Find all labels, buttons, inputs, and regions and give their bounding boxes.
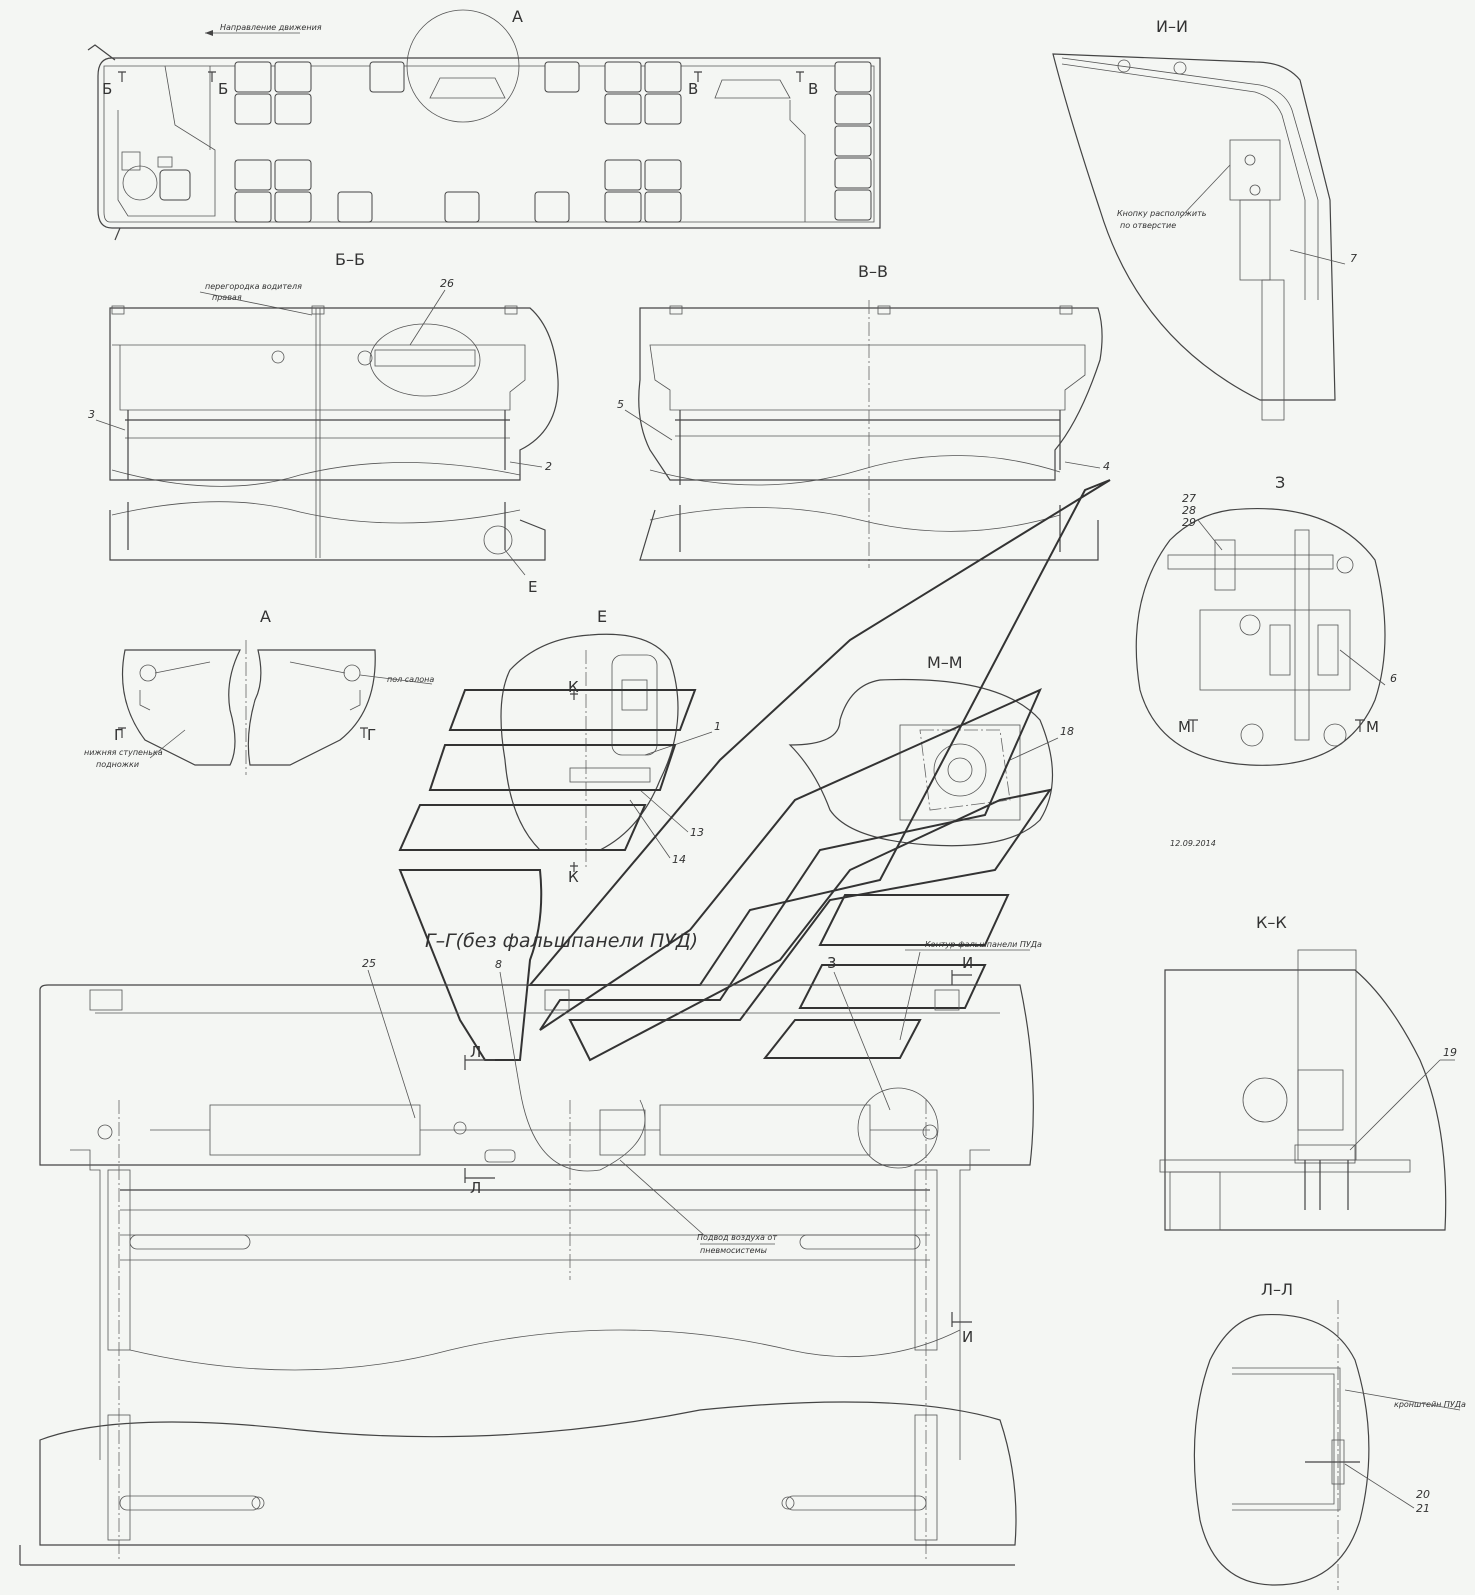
svg-text:26: 26 (440, 277, 454, 290)
svg-text:1: 1 (714, 720, 721, 733)
left-cylinder (209, 1104, 421, 1156)
svg-text:К: К (568, 868, 579, 886)
detail-26-ellipse (369, 323, 481, 397)
svg-text:Б: Б (218, 80, 228, 98)
svg-text:Е: Е (528, 578, 537, 596)
svg-text:Кнопку расположить: Кнопку расположить (1117, 209, 1207, 218)
plan-cut-markers: Б Б В В (102, 71, 818, 98)
driver-area (117, 65, 216, 217)
svg-text:И: И (962, 1328, 973, 1346)
svg-text:К: К (568, 678, 579, 696)
detail-a: А пол салона нижняя ступенька подножки Г… (84, 607, 434, 775)
section-m-title: М–М (927, 653, 963, 672)
svg-text:Подвод воздуха от: Подвод воздуха от (697, 1233, 777, 1242)
section-b-title: Б–Б (335, 250, 365, 269)
front-door-step (429, 77, 506, 99)
svg-text:27: 27 (1182, 492, 1196, 505)
svg-text:перегородка водителя: перегородка водителя (205, 282, 302, 291)
svg-text:20: 20 (1416, 1488, 1430, 1501)
svg-text:М: М (1366, 718, 1379, 736)
rear-door-step (714, 79, 791, 99)
section-k-title: К–К (1256, 913, 1287, 932)
svg-text:В: В (808, 80, 818, 98)
right-cylinder (659, 1104, 871, 1156)
section-l-l: Л–Л кронштейн ПУДа 20 21 (1193, 1280, 1466, 1590)
svg-text:14: 14 (672, 853, 686, 866)
svg-text:7: 7 (1350, 252, 1357, 265)
svg-text:пол салона: пол салона (387, 675, 434, 684)
section-i-i: И–И Кнопку расположить по отверстие 7 (1052, 17, 1357, 421)
section-i-title: И–И (1156, 17, 1188, 36)
svg-text:29: 29 (1182, 516, 1196, 529)
svg-text:3: 3 (88, 408, 95, 421)
svg-text:Г: Г (367, 726, 376, 744)
svg-text:28: 28 (1182, 504, 1196, 517)
section-l-title: Л–Л (1261, 1280, 1293, 1299)
direction-label: Направление движения (220, 23, 322, 32)
svg-text:3: 3 (827, 954, 837, 972)
section-g-title: Г–Г(без фальшпанели ПУД) (425, 930, 698, 952)
svg-text:19: 19 (1443, 1046, 1457, 1059)
detail-z: З 27 28 29 6 М М (1135, 473, 1397, 766)
svg-text:Контур фальшпанели ПУДа: Контур фальшпанели ПУДа (925, 940, 1042, 949)
svg-text:нижняя ступенька: нижняя ступенька (84, 748, 163, 757)
overlay-polygons (398, 479, 1111, 1062)
section-k-k: К–К 19 (1159, 913, 1457, 1231)
svg-text:13: 13 (690, 826, 704, 839)
bus-plan-view: А Направление движения (87, 7, 881, 241)
svg-text:В: В (688, 80, 698, 98)
plan-title: А (512, 7, 523, 26)
detail-z-title: З (1275, 473, 1285, 492)
detail-e-title: Е (597, 607, 607, 626)
svg-text:подножки: подножки (96, 760, 139, 769)
seats-top-row (234, 61, 872, 221)
svg-text:18: 18 (1060, 725, 1074, 738)
section-v-v: В–В 5 4 (617, 262, 1110, 568)
svg-text:Л: Л (470, 1043, 481, 1061)
detail-e: Е К К 1 13 14 (500, 607, 721, 886)
svg-text:по отверстие: по отверстие (1120, 221, 1176, 230)
drawing-date: 12.09.2014 (1170, 839, 1216, 848)
svg-text:25: 25 (362, 957, 376, 970)
section-g-g: Г–Г(без фальшпанели ПУД) Контур фальшпан… (19, 930, 1042, 1566)
svg-text:Г: Г (114, 726, 123, 744)
svg-text:И: И (962, 954, 973, 972)
detail-a-title: А (260, 607, 271, 626)
detail-z-circle (857, 1087, 939, 1169)
section-v-title: В–В (858, 262, 888, 281)
svg-text:Б: Б (102, 80, 112, 98)
svg-text:5: 5 (617, 398, 624, 411)
svg-text:6: 6 (1390, 672, 1397, 685)
svg-text:М: М (1178, 718, 1191, 736)
svg-text:2: 2 (545, 460, 552, 473)
svg-text:4: 4 (1103, 460, 1110, 473)
seats-bottom-row (234, 159, 682, 223)
steering-wheel-icon (122, 165, 158, 201)
svg-text:пневмосистемы: пневмосистемы (700, 1246, 767, 1255)
svg-text:Л: Л (470, 1179, 481, 1197)
bus-outline (97, 57, 881, 229)
section-b-b: Б–Б перегородка водителя правая 3 2 26 Е (88, 250, 559, 596)
svg-text:8: 8 (495, 958, 502, 971)
svg-text:21: 21 (1416, 1502, 1430, 1515)
